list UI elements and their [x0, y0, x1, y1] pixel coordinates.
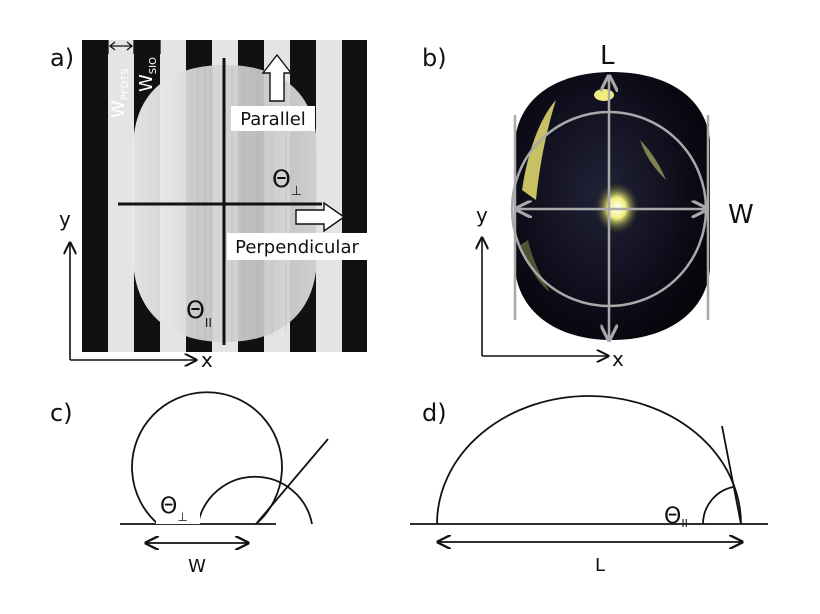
theta-label-d: ΘII [664, 504, 688, 530]
width-label-c: W [188, 556, 206, 577]
panel-b: b) L W y x [422, 40, 754, 371]
droplet-profile-d [436, 395, 742, 525]
panel-c: c) Θ⊥ W [50, 391, 329, 577]
droplet-profile-c [131, 391, 283, 525]
theta-perp-label: Θ⊥ [272, 165, 302, 199]
panel-d-label: d) [422, 399, 447, 427]
perpendicular-arrow [295, 201, 346, 233]
axis-y-label-a: y [59, 207, 71, 231]
w-sio-label: WSIO [136, 57, 159, 92]
theta-label-c: Θ⊥ [160, 494, 188, 524]
svg-text:WPFDTS: WPFDTS [108, 68, 131, 118]
parallel-label-bg [231, 106, 315, 131]
angle-arc-c [197, 475, 313, 525]
length-label-b: L [600, 41, 615, 71]
w-pfdts-dimension [107, 40, 135, 54]
tangent-line-c [255, 438, 329, 525]
panel-a-label: a) [50, 44, 74, 72]
tangent-line-d [721, 425, 742, 525]
w-pfdts-label: WPFDTS [108, 68, 131, 118]
panel-d: d) ΘII L [410, 395, 768, 576]
parallel-label: Parallel [240, 109, 306, 130]
measurement-overlay [510, 76, 710, 340]
panel-c-label: c) [50, 399, 73, 427]
axis-x-label-a: x [201, 348, 213, 372]
perpendicular-label: Perpendicular [235, 237, 359, 258]
axis-x-label-b: x [612, 347, 624, 371]
angle-arc-d [702, 486, 734, 525]
axis-y-label-b: y [476, 203, 488, 227]
panel-a: a) [50, 40, 367, 372]
panel-b-label: b) [422, 44, 447, 72]
parallel-arrow [261, 53, 293, 102]
width-label-b: W [728, 200, 754, 230]
svg-text:WSIO: WSIO [136, 57, 159, 92]
theta-par-label: ΘII [186, 296, 212, 330]
perpendicular-label-bg [227, 233, 367, 260]
w-sio-dimension [134, 40, 161, 54]
length-label-d: L [595, 555, 605, 576]
